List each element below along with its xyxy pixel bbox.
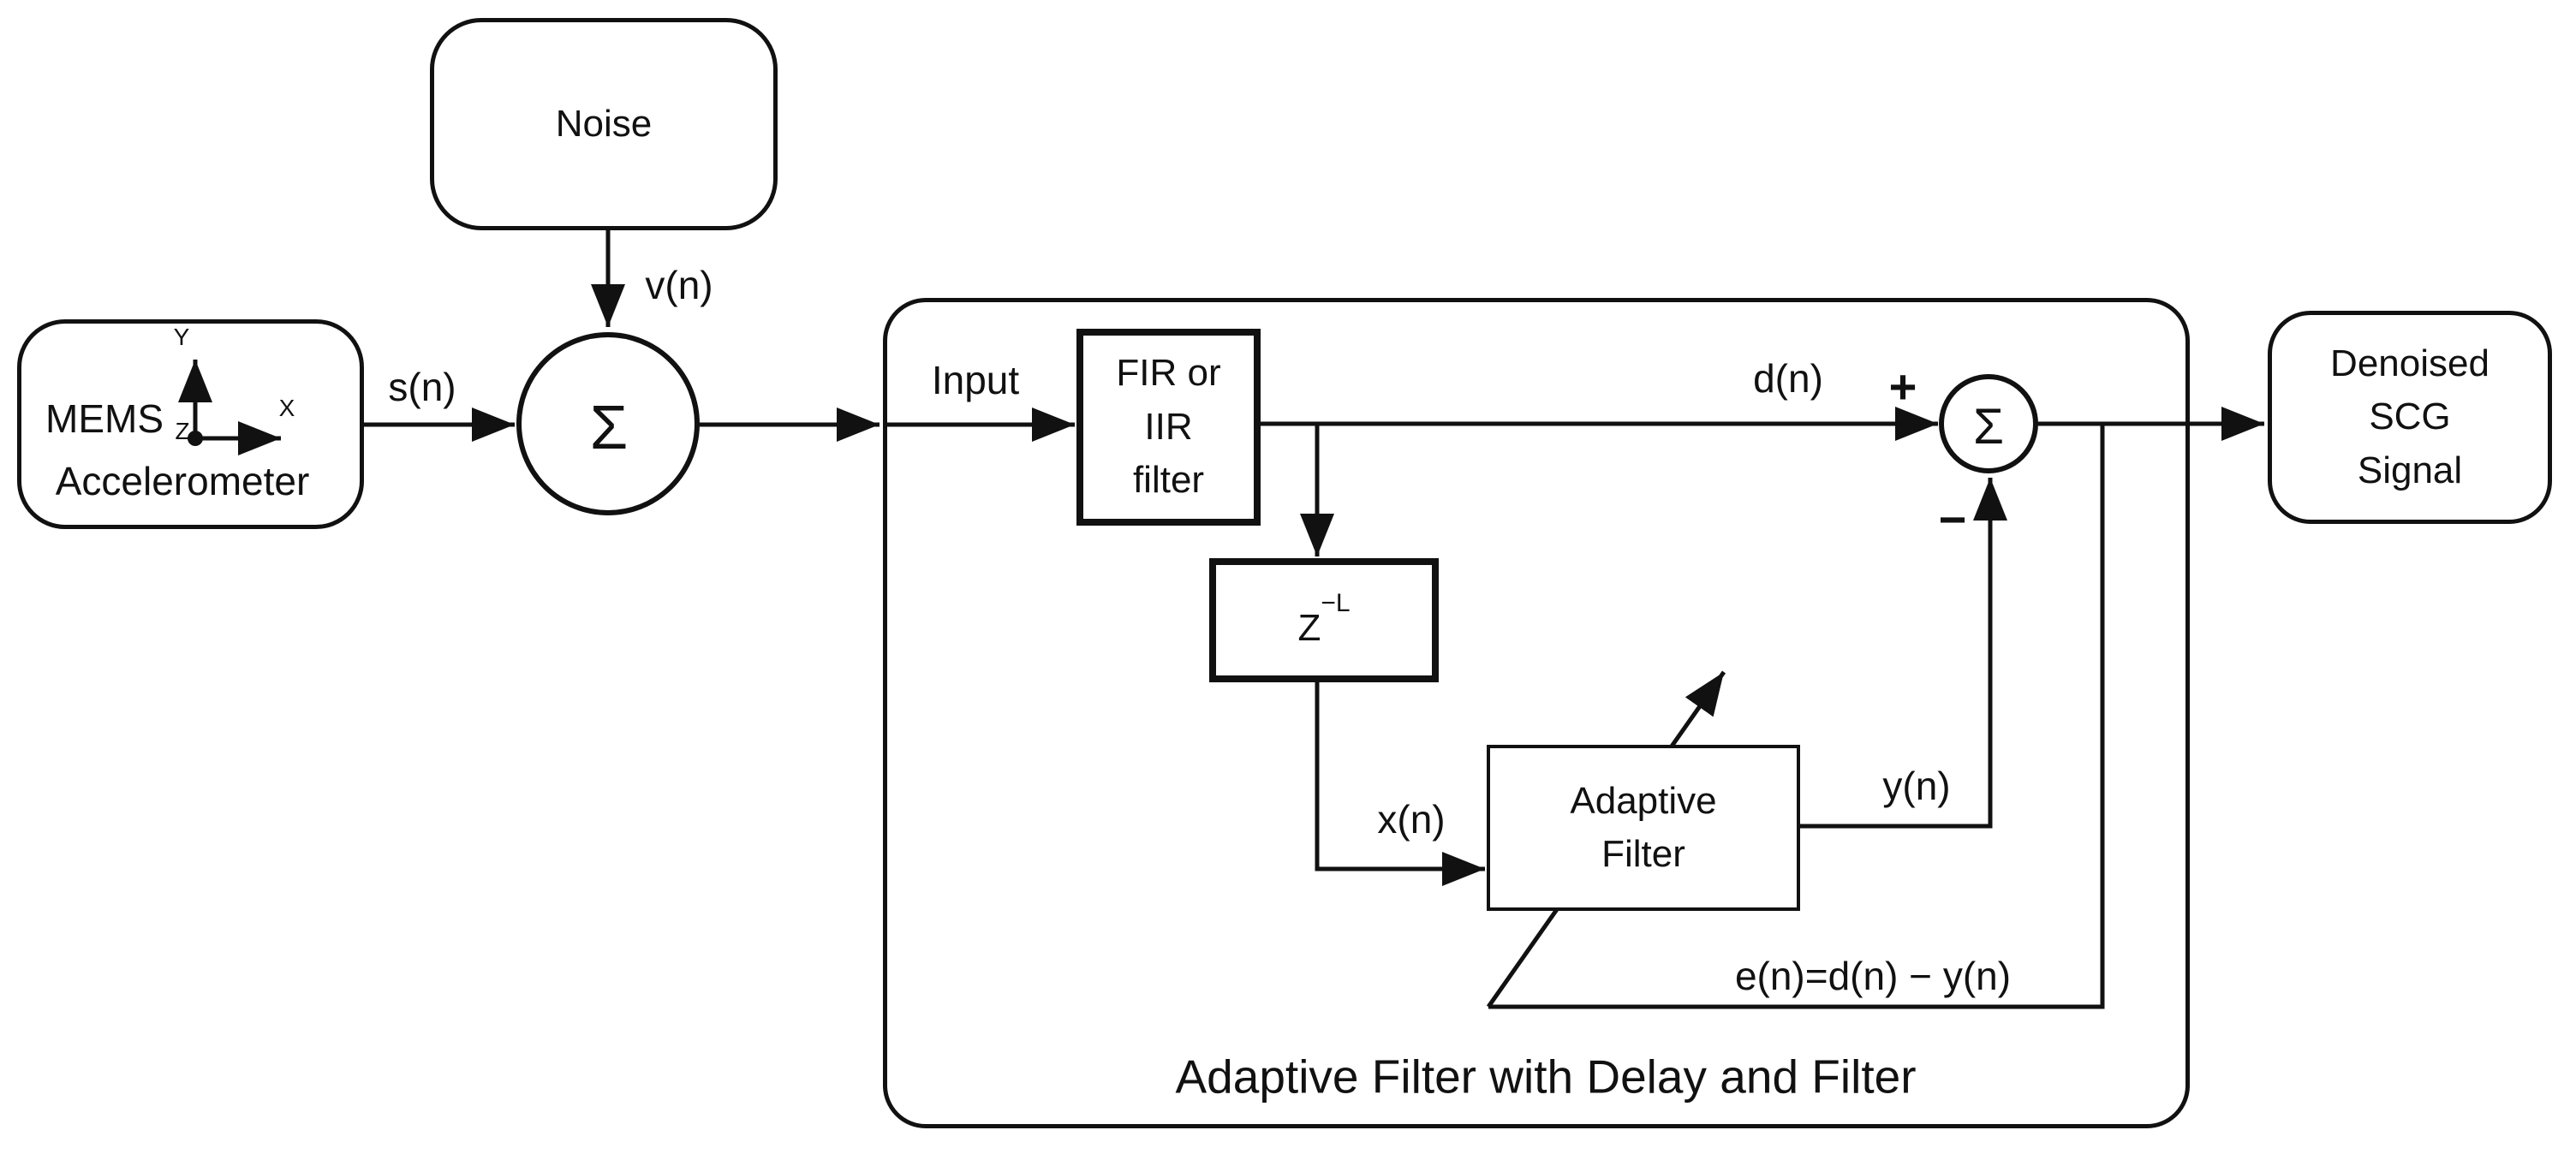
edge-x: [1315, 682, 1485, 886]
summer-1-circle: [516, 332, 700, 515]
summer-1-sigma: Σ: [589, 394, 629, 462]
edge-error-feedback: [1488, 424, 2105, 1009]
adaptive-system-container: [883, 298, 2190, 1128]
summer-2-sigma: Σ: [1973, 399, 2004, 455]
signal-label-input: Input: [931, 358, 1020, 402]
axis-y-label: Y: [173, 324, 190, 350]
adaptive-filter-node: Adaptive Filter: [1487, 745, 1800, 911]
summer-2-minus-sign: −: [1938, 492, 1967, 546]
summer-2-plus-sign: +: [1888, 360, 1917, 413]
mems-title: MEMS: [45, 396, 164, 441]
signal-label-d: d(n): [1753, 356, 1823, 401]
adaptive-line-2: Filter: [1601, 833, 1685, 875]
denoised-line-3: Signal: [2357, 449, 2463, 491]
mems-subscript-z: Z: [175, 418, 190, 444]
error-equation-label: e(n)=d(n) − y(n): [1734, 954, 2012, 998]
xyz-axis-icon: [178, 360, 281, 455]
denoised-line-2: SCG: [2369, 396, 2451, 438]
fir-line-3: filter: [1132, 459, 1205, 502]
noise-label: Noise: [555, 102, 653, 145]
summer-2-circle: [1939, 374, 2038, 473]
fir-line-1: FIR or: [1116, 352, 1221, 395]
axis-x-label: X: [278, 395, 295, 421]
fir-iir-filter-node: FIR or IIR filter: [1076, 329, 1261, 526]
mems-line2: Accelerometer: [55, 459, 310, 503]
signal-label-y: y(n): [1882, 764, 1951, 808]
adaptive-line-1: Adaptive: [1570, 779, 1717, 822]
signal-label-x: x(n): [1377, 797, 1446, 842]
signal-label-s: s(n): [388, 365, 456, 409]
denoised-line-1: Denoised: [2330, 342, 2490, 384]
denoised-output-node: Denoised SCG Signal: [2268, 311, 2552, 524]
edge-y: [1800, 478, 2007, 829]
mems-accelerometer-node: [17, 319, 364, 529]
signal-label-v: v(n): [645, 263, 713, 307]
delay-exponent: −L: [1321, 588, 1351, 617]
fir-line-2: IIR: [1144, 405, 1193, 448]
noise-node: Noise: [430, 18, 778, 230]
container-caption: Adaptive Filter with Delay and Filter: [1175, 1050, 1917, 1103]
delay-label: Z−L: [1297, 588, 1351, 649]
delay-node: Z−L: [1209, 558, 1439, 682]
